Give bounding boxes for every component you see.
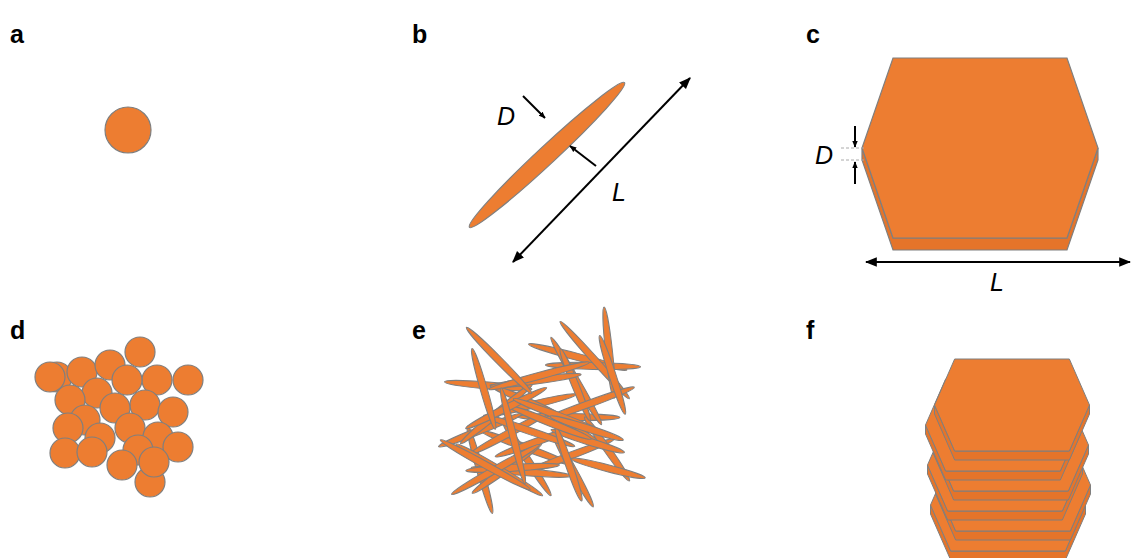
- platelet-particle: [935, 359, 1090, 451]
- rod-particle: [549, 413, 624, 443]
- panel-letter: b: [412, 22, 427, 47]
- length-label: L: [990, 270, 1004, 295]
- panel-letter: f: [806, 318, 814, 343]
- thickness-arrow: [523, 96, 545, 118]
- platelet-particle: [862, 58, 1098, 238]
- sphere-particle: [107, 450, 137, 480]
- platelet-stack: [926, 359, 1091, 558]
- panel-letter: e: [412, 318, 426, 343]
- rod-particle: [463, 76, 630, 234]
- panel-letter: d: [10, 318, 25, 343]
- panel-letter: a: [10, 22, 24, 47]
- sphere-particle: [125, 337, 155, 367]
- rod-particle: [596, 335, 628, 416]
- thickness-label: D: [497, 104, 515, 129]
- thickness-arrow: [854, 162, 856, 184]
- sphere-particle: [105, 107, 151, 153]
- thickness-label: D: [815, 143, 833, 168]
- sphere-particle: [77, 437, 107, 467]
- sphere-particle: [35, 362, 65, 392]
- thickness-arrow: [570, 146, 596, 166]
- guide-line: [841, 160, 866, 161]
- guide-line: [841, 148, 866, 149]
- length-arrow: [866, 261, 1130, 263]
- sphere-particle: [139, 447, 169, 477]
- length-arrow: [513, 78, 690, 262]
- rod-particle: [464, 325, 534, 396]
- panel-letter: c: [806, 22, 820, 47]
- length-label: L: [612, 180, 626, 205]
- sphere-particle: [50, 438, 80, 468]
- rod-particle: [570, 455, 646, 481]
- thickness-arrow: [854, 126, 856, 147]
- sphere-particle: [112, 365, 142, 395]
- platelet-layer: [935, 359, 1090, 460]
- rod-network: [437, 307, 646, 515]
- rod-particle: [498, 387, 529, 485]
- sphere-cluster: [35, 337, 203, 497]
- sphere-particle: [173, 365, 203, 395]
